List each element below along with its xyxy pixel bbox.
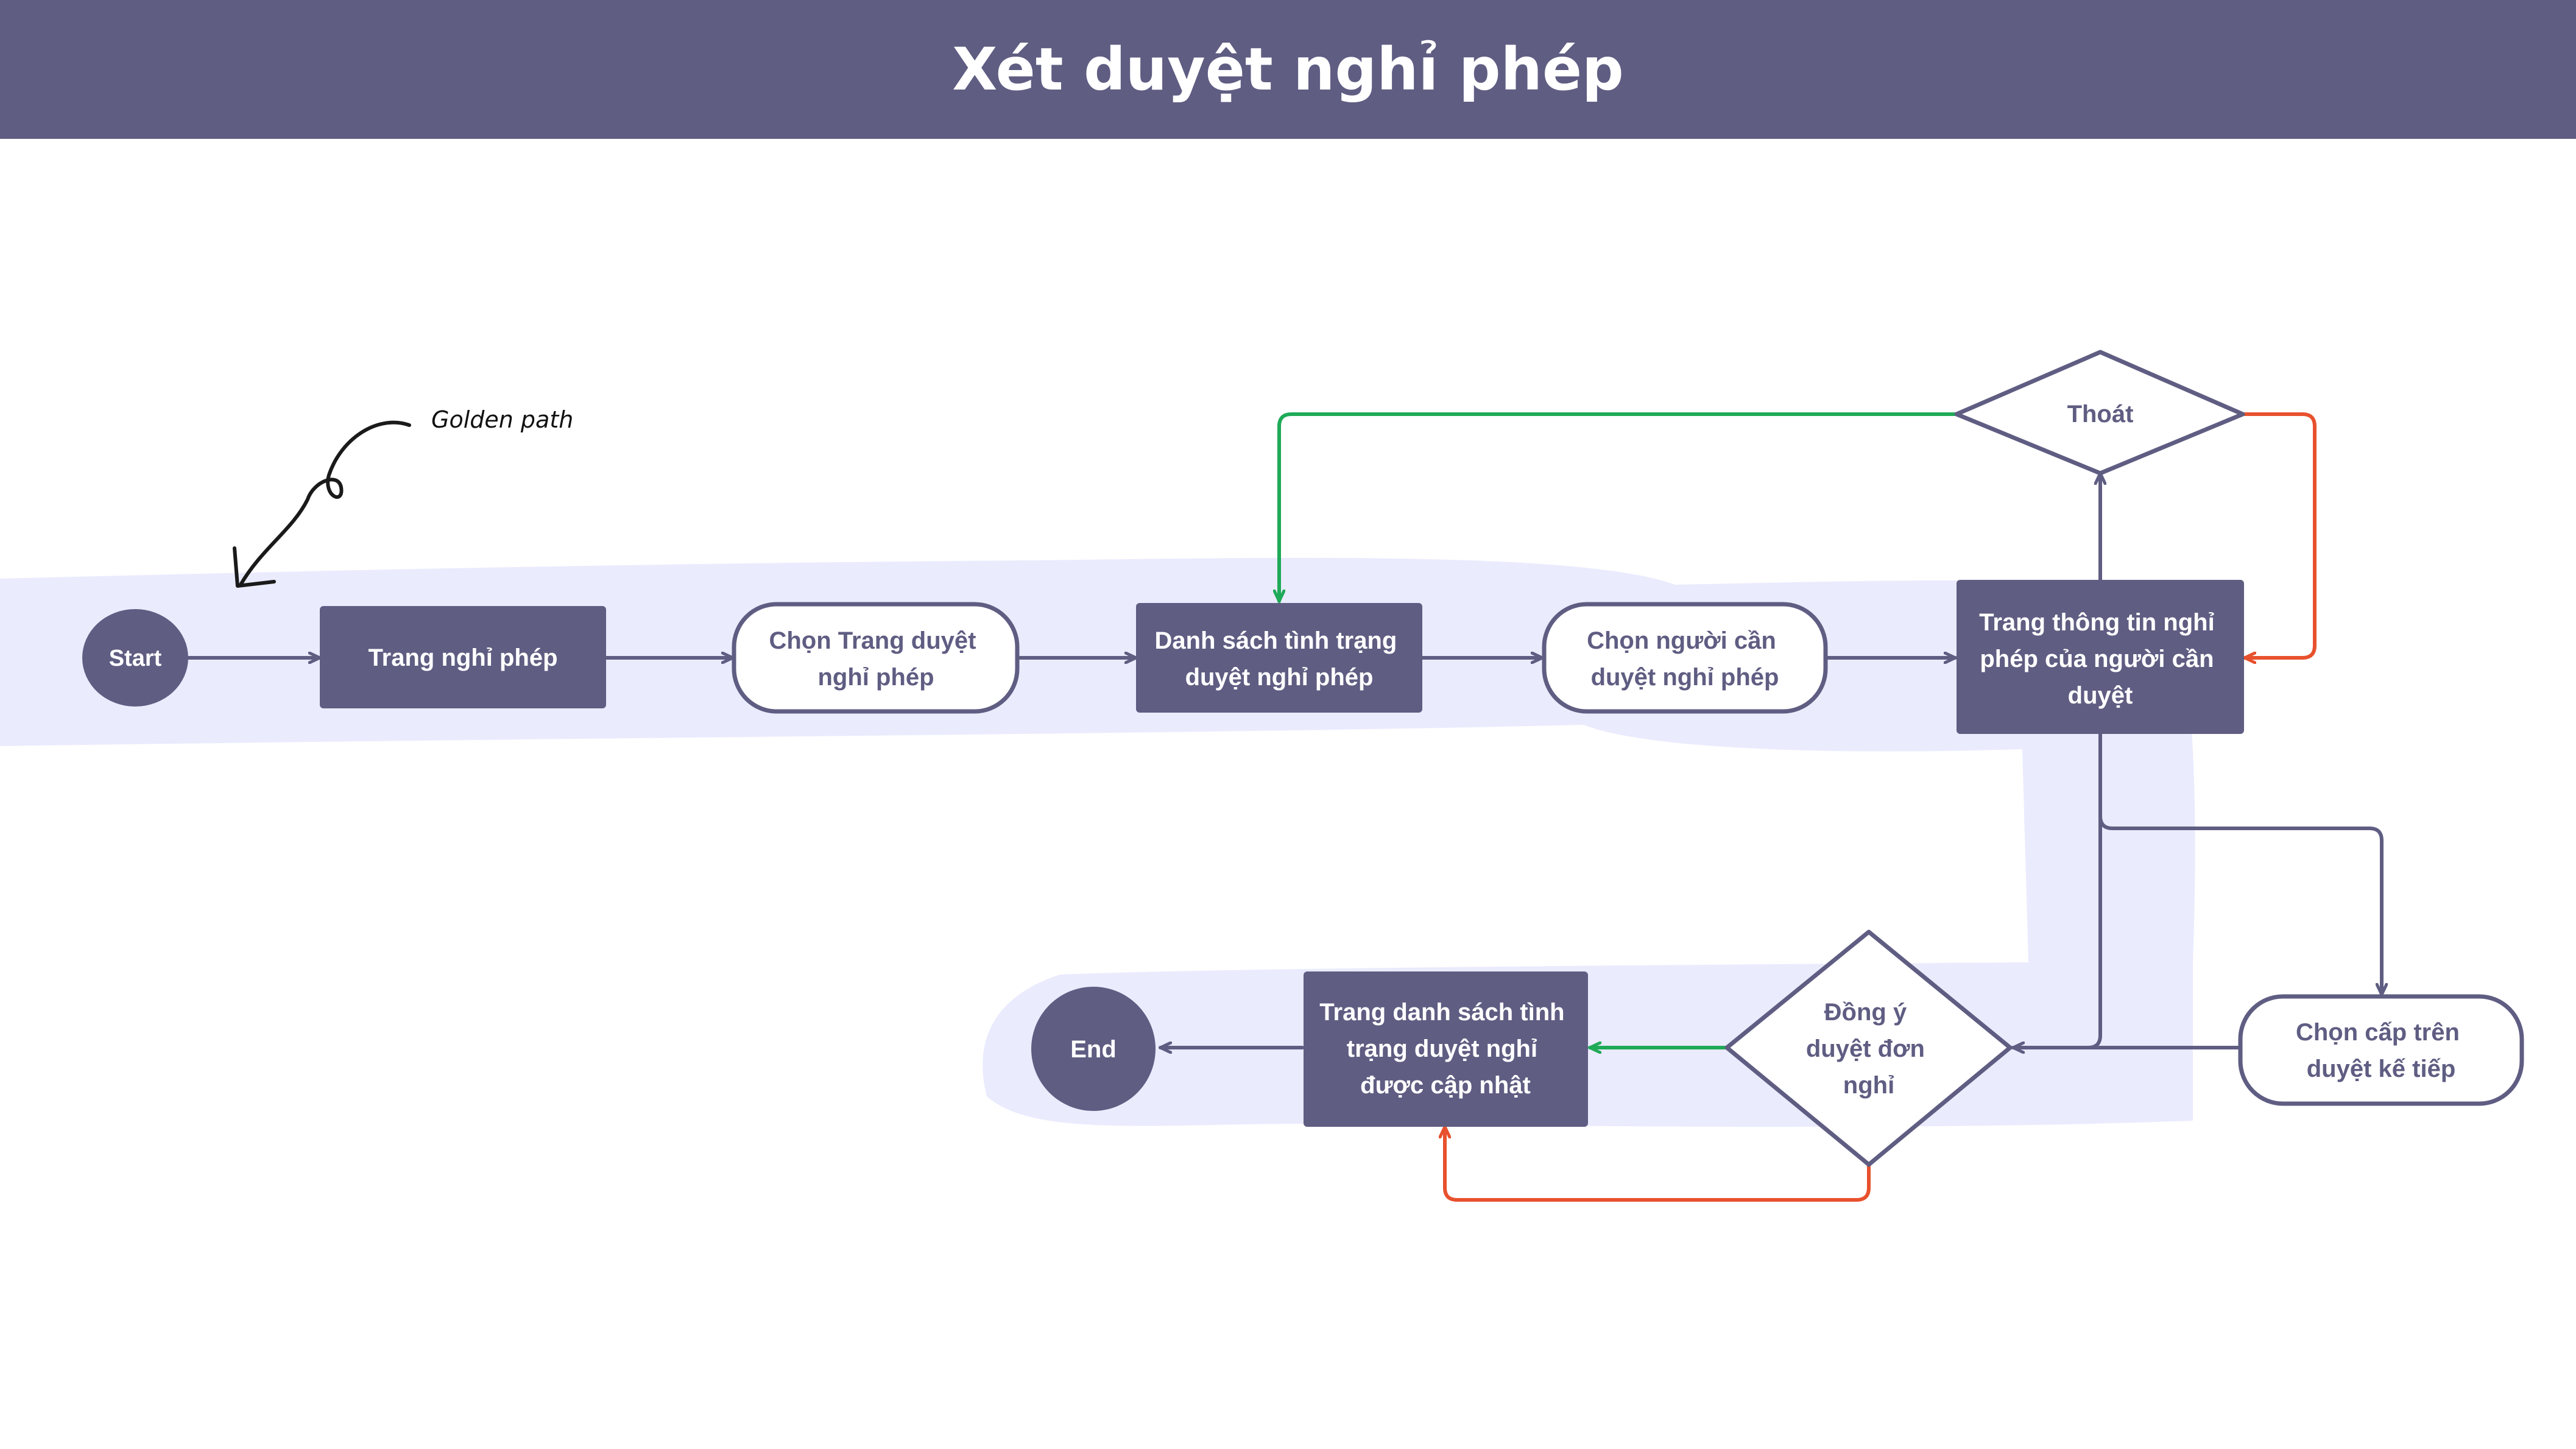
node-start: Start [82,609,188,707]
node-trang-thong-tin: Trang thông tin nghỉ phép của người cần … [1957,580,2244,734]
node-chon-cap-tren-line-2: duyệt kế tiếp [2307,1056,2456,1082]
node-trang-nghi-phep-label: Trang nghỉ phép [368,644,557,671]
node-chon-trang-duyet-line-1: Chọn Trang duyệt [769,627,976,654]
golden-path-annotation [233,420,411,588]
svg-text:Trang thông tin nghỉ phé: Trang thông tin nghỉ phép của người cần … [1979,609,2221,709]
svg-text:Danh sách tình trạng duy: Danh sách tình trạng duyệt nghỉ phép [1155,627,1404,691]
decision-thoat-label: Thoát [2067,401,2134,428]
svg-text:Đồng ý duyệt đơn n: Đồng ý duyệt đơn nghỉ [1806,999,1932,1099]
edge-dong-y-to-cap-nhat-no [1445,1125,1871,1202]
svg-text:Chọn cấp trên duyệt kế t: Chọn cấp trên duyệt kế tiếp [2296,1019,2466,1082]
node-chon-trang-duyet-line-2: nghỉ phép [817,664,934,691]
node-chon-nguoi-line-1: Chọn người cần [1587,627,1776,654]
node-chon-cap-tren-line-1: Chọn cấp trên [2296,1019,2460,1046]
node-chon-trang-duyet: Chọn Trang duyệt nghỉ phép [732,602,1020,714]
header-bar: Xét duyệt nghỉ phép [0,0,2576,139]
hand-drawn-arrow-icon [239,420,411,587]
svg-text:Chọn Trang duyệt nghỉ ph: Chọn Trang duyệt nghỉ phép [769,627,983,691]
page-title: Xét duyệt nghỉ phép [952,35,1624,104]
node-chon-nguoi-can-duyet: Chọn người cần duyệt nghỉ phép [1542,602,1828,714]
decision-dong-y-line-3: nghỉ [1843,1072,1894,1099]
node-trang-thong-tin-line-1: Trang thông tin nghỉ [1979,609,2215,636]
annotation-label: Golden path [431,406,573,433]
node-danh-sach-line-1: Danh sách tình trạng [1155,627,1397,654]
node-danh-sach-tinh-trang: Danh sách tình trạng duyệt nghỉ phép [1136,603,1422,713]
decision-dong-y-line-1: Đồng ý [1824,999,1907,1026]
node-chon-nguoi-line-2: duyệt nghỉ phép [1591,664,1779,691]
decision-thoat: Thoát [1954,350,2245,476]
node-trang-danh-sach-cap-nhat: Trang danh sách tình trạng duyệt nghỉ đư… [1304,971,1588,1127]
node-chon-cap-tren: Chọn cấp trên duyệt kế tiếp [2238,994,2524,1106]
svg-text:Chọn người cần duyệt ngh: Chọn người cần duyệt nghỉ phép [1587,627,1783,691]
edge-thoat-to-trang-thong-tin [2240,412,2317,658]
edges [186,471,2382,1048]
node-cap-nhat-line-3: được cập nhật [1360,1072,1531,1099]
node-trang-nghi-phep: Trang nghỉ phép [320,606,606,708]
yes-edges [1279,412,1957,1048]
node-trang-thong-tin-line-2: phép của người cần [1980,646,2214,672]
node-danh-sach-line-2: duyệt nghỉ phép [1185,664,1374,691]
node-start-label: Start [109,646,162,671]
no-edges [1445,412,2317,1202]
node-end-label: End [1070,1036,1117,1063]
hand-drawn-arrowhead-icon [233,546,276,588]
svg-text:Trang danh sách tình trạ: Trang danh sách tình trạng duyệt nghỉ đư… [1319,999,1571,1099]
node-trang-thong-tin-line-3: duyệt [2068,682,2133,709]
decision-dong-y: Đồng ý duyệt đơn nghỉ [1724,929,2013,1167]
node-end: End [1031,987,1156,1111]
decision-dong-y-line-2: duyệt đơn [1806,1035,1925,1062]
node-cap-nhat-line-1: Trang danh sách tình [1319,999,1564,1026]
edge-thoat-to-danh-sach [1279,412,1957,603]
node-cap-nhat-line-2: trạng duyệt nghỉ [1347,1035,1537,1062]
